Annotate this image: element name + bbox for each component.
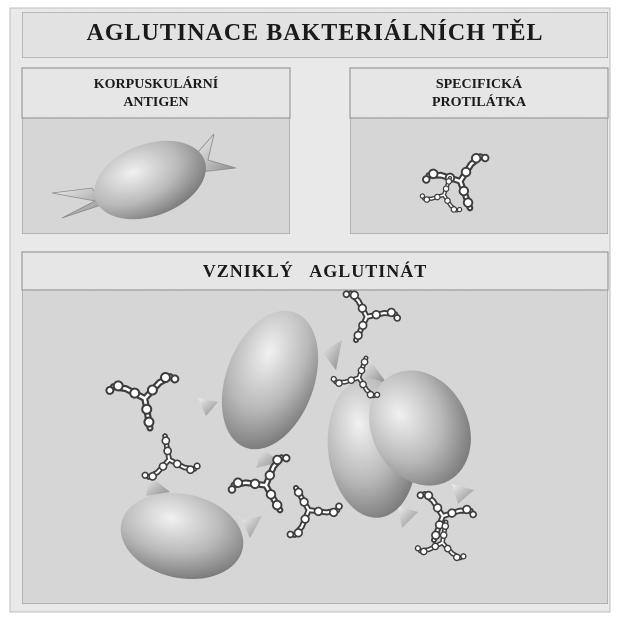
agglutinate-label: VZNIKLÝ AGLUTINÁT <box>22 260 608 283</box>
main-title: AGLUTINACE BAKTERIÁLNÍCH TĚL <box>22 18 608 48</box>
antigen-label: KORPUSKULÁRNÍ ANTIGEN <box>22 76 290 111</box>
agglutinate-panel <box>22 252 608 604</box>
antibody-label: SPECIFICKÁ PROTILÁTKA <box>350 76 608 111</box>
antigen-label-line1: KORPUSKULÁRNÍ <box>22 76 290 94</box>
antibody-label-line2: PROTILÁTKA <box>350 94 608 112</box>
antigen-label-line2: ANTIGEN <box>22 94 290 112</box>
antibody-label-line1: SPECIFICKÁ <box>350 76 608 94</box>
